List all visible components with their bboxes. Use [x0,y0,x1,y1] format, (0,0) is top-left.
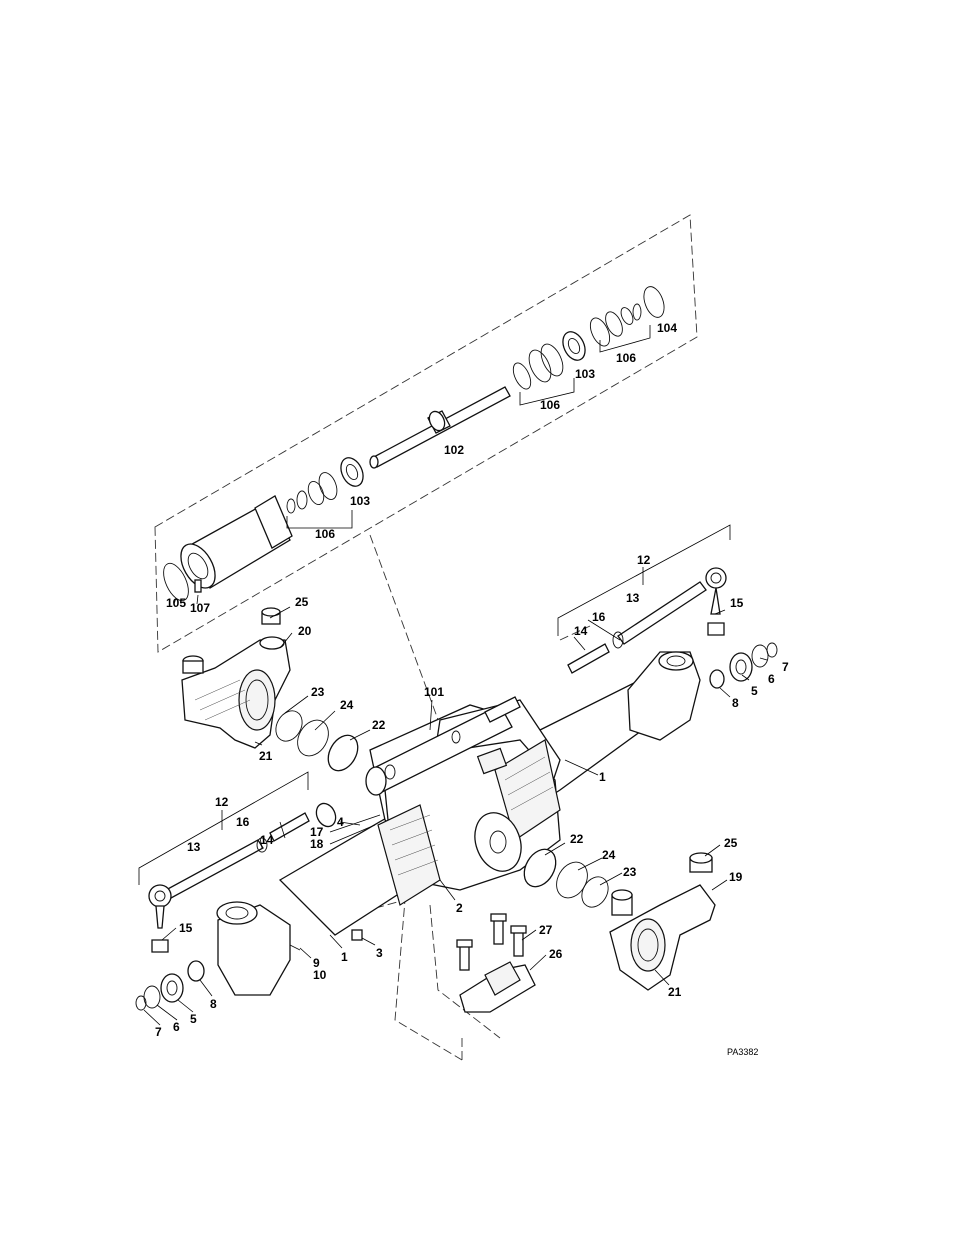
callout-1-right: 1 [599,770,606,784]
figure-reference: PA3382 [727,1047,758,1057]
callout-107: 107 [190,601,210,615]
callout-105: 105 [166,596,186,610]
callout-15-upper: 15 [730,596,744,610]
bracket-and-bolts [290,914,535,1012]
hub-parts-right [710,643,777,688]
callout-19: 19 [729,870,743,884]
callout-25-upper: 25 [295,595,309,609]
callout-10: 10 [313,968,327,982]
callout-2: 2 [456,901,463,915]
callout-16-lower: 16 [236,815,250,829]
callout-23-lower: 23 [623,865,637,879]
lower-knuckle [518,844,715,990]
callout-27: 27 [539,923,553,937]
callout-106-middle: 106 [540,398,560,412]
callout-1-lower: 1 [341,950,348,964]
callout-23-upper: 23 [311,685,325,699]
callout-103-left: 103 [350,494,370,508]
callout-4: 4 [337,815,344,829]
steering-cylinder-parts [158,284,667,604]
callout-21-lower: 21 [668,985,682,999]
callout-7-left: 7 [155,1025,162,1039]
callout-15-lower: 15 [179,921,193,935]
callout-8-right: 8 [732,696,739,710]
hub-parts-left [136,961,204,1010]
callout-104: 104 [657,321,677,335]
callout-106-right: 106 [616,351,636,365]
callout-5-left: 5 [190,1012,197,1026]
callout-26: 26 [549,947,563,961]
callout-22-lower: 22 [570,832,584,846]
callout-5-right: 5 [751,684,758,698]
callout-12-lower: 12 [215,795,229,809]
callout-6-left: 6 [173,1020,180,1034]
callout-14-upper: 14 [574,624,588,638]
callout-3: 3 [376,946,383,960]
callout-22-upper: 22 [372,718,386,732]
upper-knuckle [182,608,364,776]
callout-7-right: 7 [782,660,789,674]
callout-20: 20 [298,624,312,638]
callout-18: 18 [310,837,324,851]
callout-14-lower: 14 [260,833,274,847]
callout-24-upper: 24 [340,698,354,712]
callout-102: 102 [444,443,464,457]
callout-6-right: 6 [768,672,775,686]
callout-21-upper: 21 [259,749,273,763]
callout-24-lower: 24 [602,848,616,862]
callout-106-left: 106 [315,527,335,541]
callout-16-upper: 16 [592,610,606,624]
callout-8-left: 8 [210,997,217,1011]
callout-25-lower: 25 [724,836,738,850]
callout-101: 101 [424,685,444,699]
callout-13-upper: 13 [626,591,640,605]
callout-13-lower: 13 [187,840,201,854]
callout-103-right: 103 [575,367,595,381]
callout-12-upper: 12 [637,553,651,567]
